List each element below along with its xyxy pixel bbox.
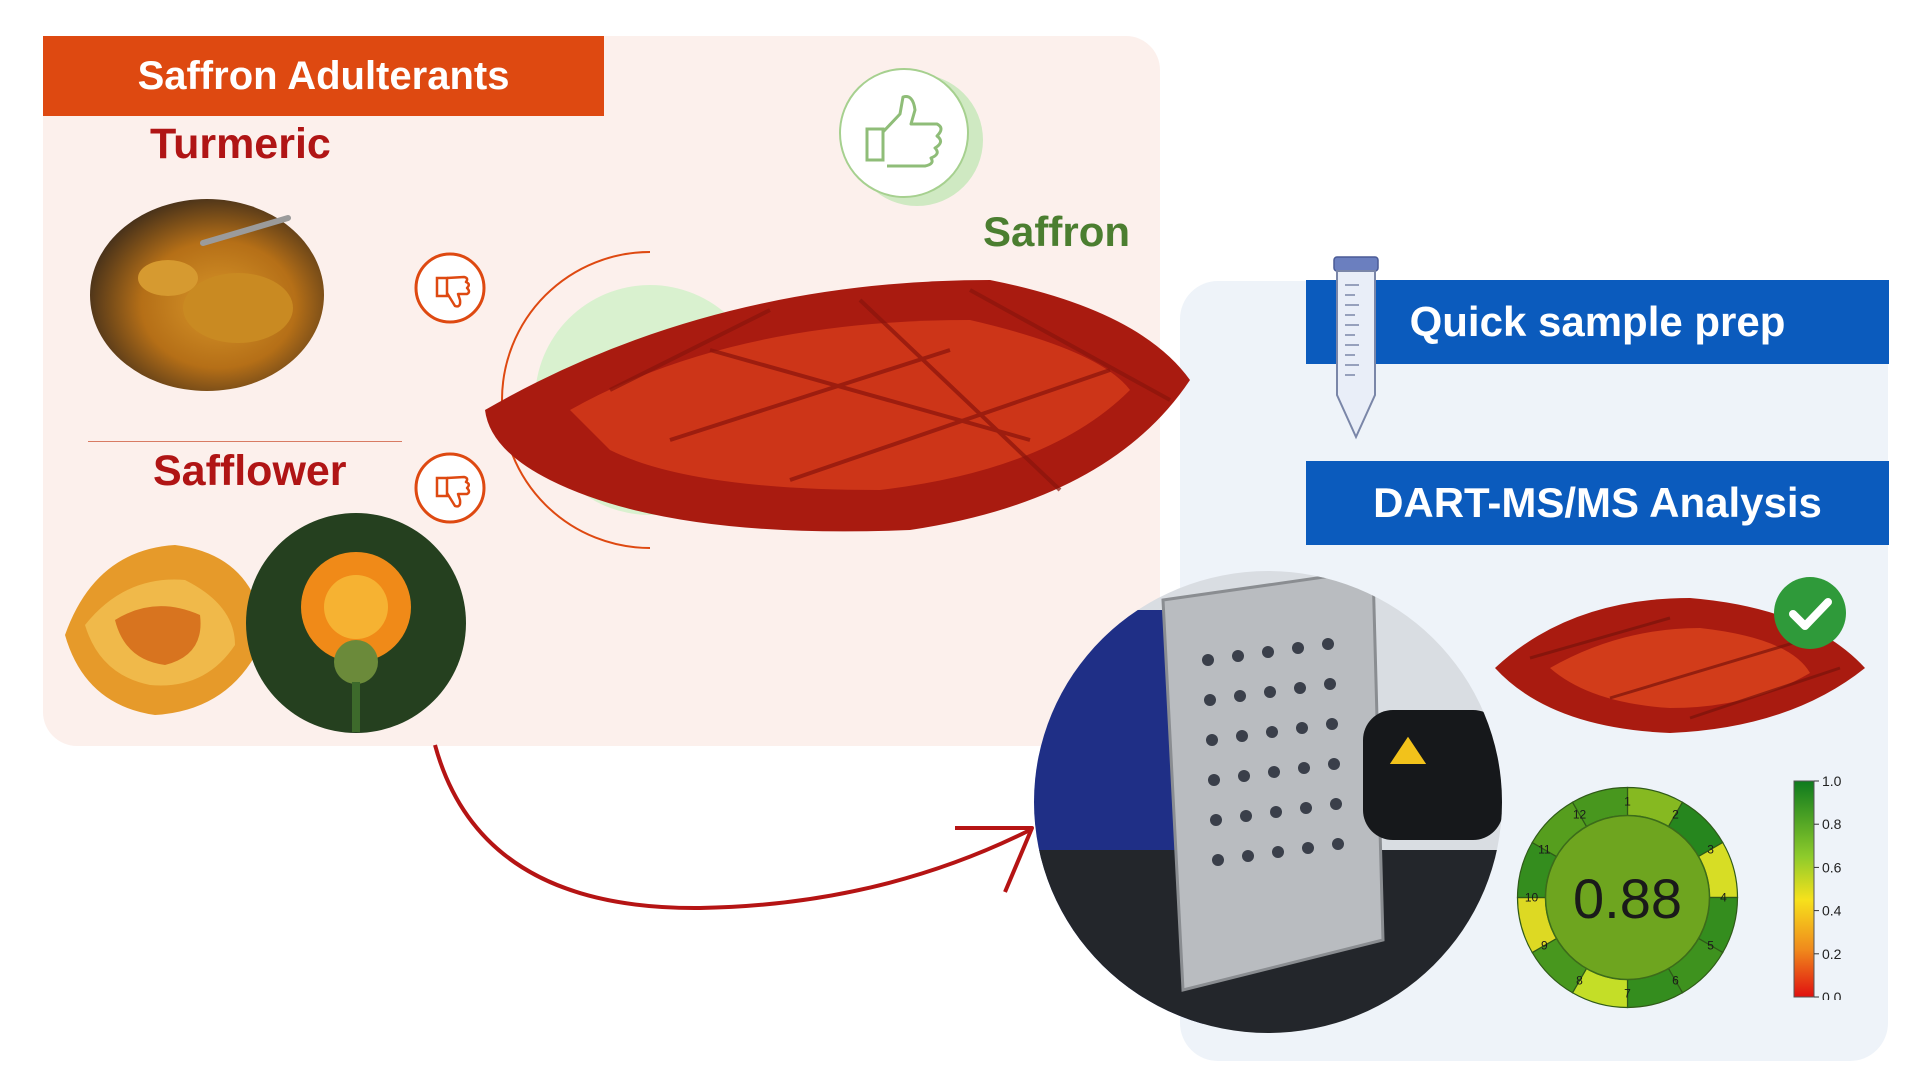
greenness-center [1544,814,1711,981]
thumbs-down-icon [435,275,471,308]
dart-msms-analysis-banner: DART-MS/MS Analysis [1306,461,1889,545]
curved-arrow [433,744,1034,911]
greenness-segment-label: 5 [1707,939,1714,953]
safflower-petals-photo [65,545,265,715]
greenness-segment-label: 10 [1525,891,1539,905]
greenness-segment-label: 11 [1538,843,1551,857]
safflower-label: Safflower [153,447,347,495]
greenness-segment-label: 1 [1624,795,1631,809]
scale-tick-label: 0.6 [1822,859,1842,875]
greenness-segment-label: 6 [1672,974,1679,988]
scale-tick-label: 0.2 [1822,946,1842,962]
greenness-segment-label: 8 [1576,974,1583,988]
turmeric-label: Turmeric [150,120,331,168]
sample-grid [1202,638,1344,866]
greenness-segment-label: 9 [1541,939,1548,953]
safflower-flower-photo [246,513,466,733]
color-scale-bar [1793,780,1815,998]
adulterants-title: Saffron Adulterants [43,36,604,116]
scale-tick-label: 0.0 [1822,989,1842,1000]
turmeric-photo [90,199,324,391]
scale-tick-label: 1.0 [1822,775,1842,789]
scale-tick-label: 0.4 [1822,903,1842,919]
thumbs-down-icon [435,475,471,508]
scale-tick-label: 0.8 [1822,816,1842,832]
saffron-label: Saffron [983,208,1130,255]
divider-line [88,441,402,442]
quick-sample-prep-banner: Quick sample prep [1306,280,1889,364]
greenness-segment-label: 12 [1573,807,1587,821]
greenness-score: 0.88 [1573,867,1682,930]
saffron-comparison-graphic [414,251,1190,549]
greenness-segment-label: 7 [1624,987,1631,1001]
saffron-result-photo [1495,598,1865,733]
check-icon [1774,577,1846,649]
dart-instrument-photo [1034,571,1502,1033]
greenness-segment-label: 2 [1672,807,1679,821]
test-tube-icon [1333,256,1379,440]
greenness-segment-label: 4 [1720,891,1727,905]
greenness-segment-label: 3 [1707,843,1714,857]
thumbs-up-icon [839,68,983,206]
color-scale: 1.0 0.8 0.6 0.4 0.2 0.0 [1793,775,1842,1000]
